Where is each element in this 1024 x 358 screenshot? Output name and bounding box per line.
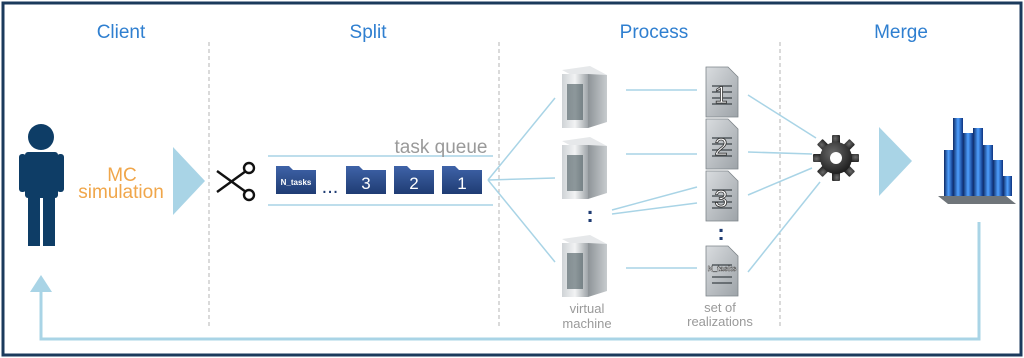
document-number-n-tasks: N_tasks — [708, 264, 737, 273]
document-icon-1: 1 — [705, 66, 739, 118]
document-number-3: 3 — [714, 186, 727, 213]
doc-to-gear-lines — [747, 94, 821, 273]
task-queue-label: task queue — [395, 137, 488, 158]
bar-chart-icon — [938, 118, 1016, 204]
header-process: Process — [620, 22, 689, 43]
header-split: Split — [350, 22, 388, 43]
folder-label-1: 1 — [457, 174, 466, 193]
gear-icon — [813, 135, 859, 181]
feedback-loop-arrowhead — [30, 275, 52, 292]
folder-3: 3 — [346, 166, 386, 194]
scissors-icon — [216, 161, 256, 202]
document-number-2: 2 — [714, 134, 727, 161]
simulation-label: simulation — [78, 182, 164, 203]
vm-to-doc-lines — [611, 89, 698, 269]
folder-2: 2 — [394, 166, 434, 194]
folder-label-3: 3 — [361, 174, 370, 193]
header-merge: Merge — [874, 22, 928, 43]
server-icon-1 — [562, 66, 607, 128]
document-icon-2: 2 — [705, 118, 739, 170]
document-continuation-dots: : — [717, 220, 724, 245]
feedback-loop-line — [39, 222, 981, 341]
realizations-label: realizations — [687, 314, 753, 329]
server-icon-2 — [562, 137, 607, 199]
document-icon-n-tasks: N_tasks — [705, 245, 739, 297]
folder-label-2: 2 — [409, 174, 418, 193]
mc-label: MC — [107, 165, 137, 186]
person-icon — [19, 124, 64, 246]
server-icon-3 — [562, 235, 607, 297]
folder-1: 1 — [442, 166, 482, 194]
folder-ellipsis: ... — [322, 176, 339, 198]
machine-label: machine — [562, 316, 611, 331]
document-icon-3: 3 — [705, 170, 739, 222]
folder-label-n-tasks: N_tasks — [281, 178, 312, 187]
set-of-label: set of — [704, 300, 736, 315]
header-client: Client — [97, 22, 146, 43]
folder-n-tasks: N_tasks — [276, 166, 316, 194]
virtual-label: virtual — [570, 301, 605, 316]
client-to-split-arrow — [173, 147, 205, 215]
server-continuation-dots: : — [586, 202, 593, 227]
gear-to-chart-arrow — [879, 127, 912, 196]
document-number-1: 1 — [714, 82, 727, 109]
dispatch-lines — [487, 97, 556, 263]
